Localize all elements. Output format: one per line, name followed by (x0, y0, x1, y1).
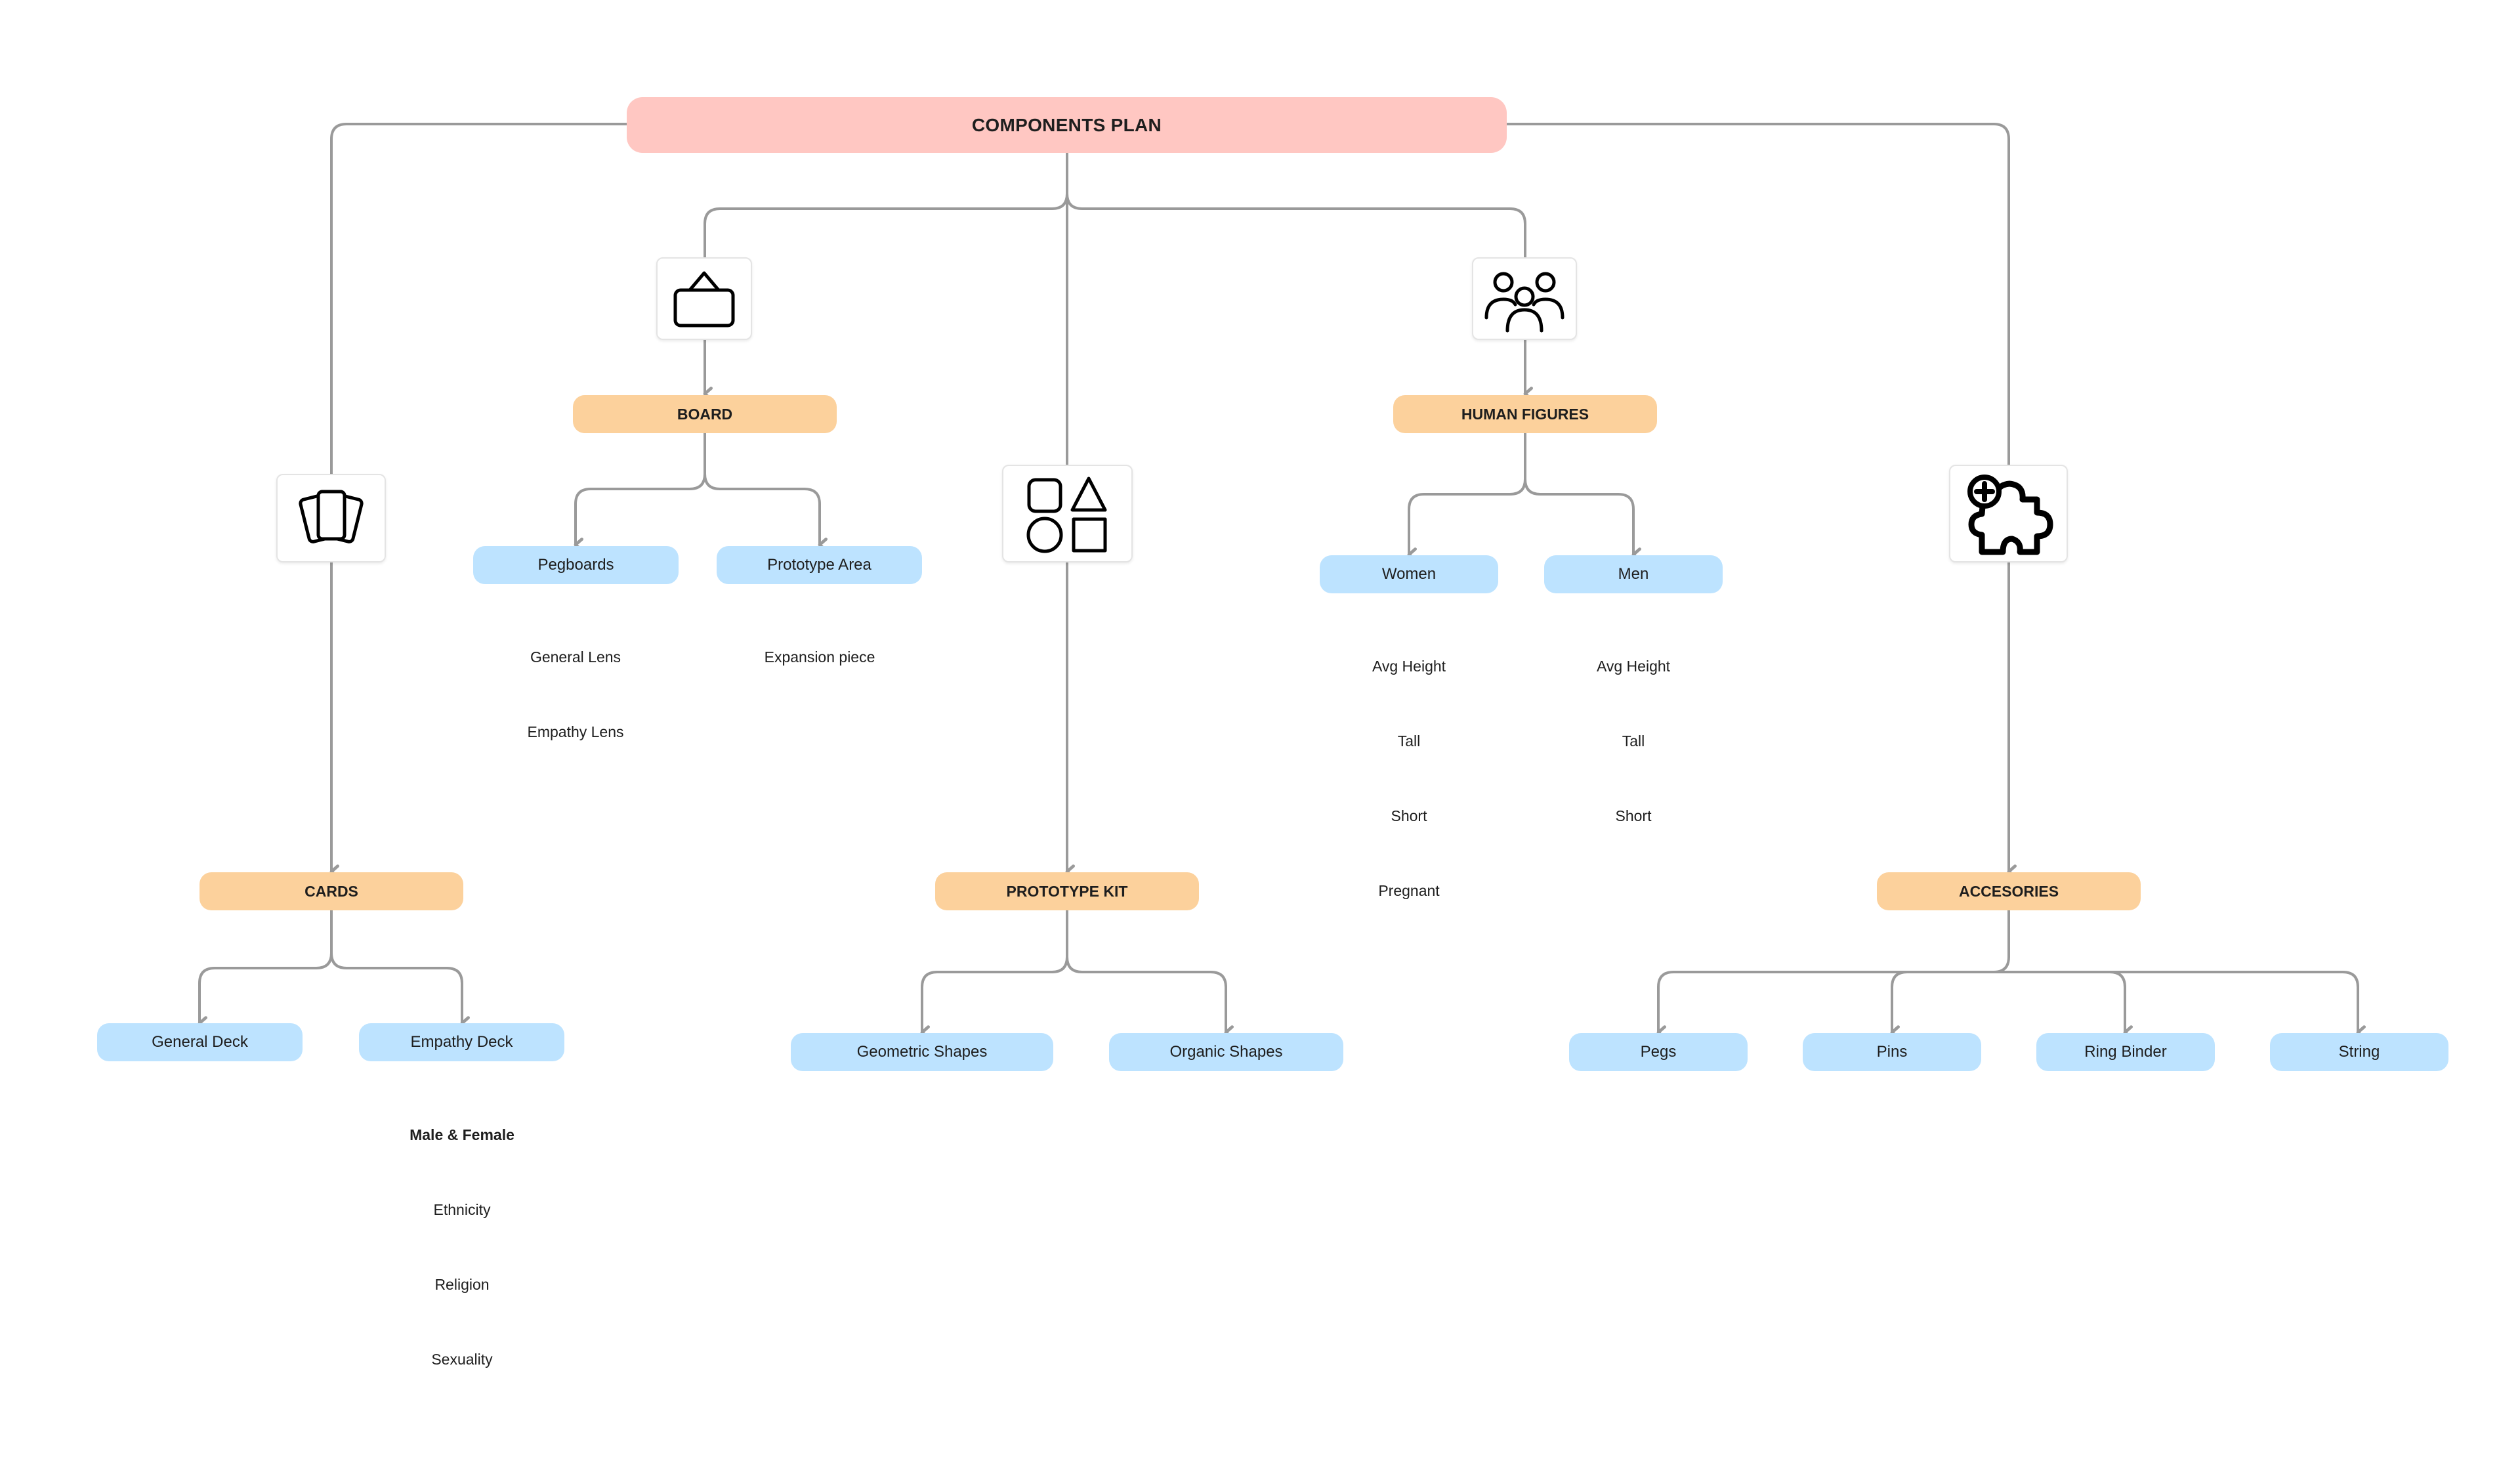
ring-binder-node[interactable]: Ring Binder (2036, 1033, 2215, 1071)
leaf-men-tall: Tall (1622, 732, 1645, 750)
pins-node[interactable]: Pins (1803, 1033, 1981, 1071)
connector-root-accessories (1502, 123, 2017, 879)
components-plan-root[interactable]: COMPONENTS PLAN (627, 97, 1507, 153)
leaf-general-lens: General Lens (530, 648, 621, 666)
connector-root-board (704, 192, 1068, 259)
board-icon (673, 271, 735, 328)
leaf-men-short: Short (1615, 807, 1652, 824)
connector-prototype-children (920, 909, 1068, 1040)
leaf-sexuality: Sexuality (431, 1351, 493, 1368)
connector-board-children (574, 432, 706, 552)
organic-shapes-node[interactable]: Organic Shapes (1109, 1033, 1343, 1071)
connector-root-cards (329, 123, 628, 879)
general-deck-node[interactable]: General Deck (97, 1023, 303, 1061)
empathy-deck-node[interactable]: Empathy Deck (359, 1023, 564, 1061)
leaf-religion: Religion (434, 1276, 490, 1293)
people-icon-box (1472, 257, 1577, 340)
leaf-expansion-piece: Expansion piece (764, 648, 875, 666)
connector-root-human (1066, 192, 1526, 259)
men-node[interactable]: Men (1544, 555, 1723, 593)
human-figures-category[interactable]: HUMAN FIGURES (1393, 395, 1657, 433)
women-node[interactable]: Women (1320, 555, 1498, 593)
leaf-women-short: Short (1391, 807, 1427, 824)
connector-cards-children (198, 909, 333, 1030)
pegboards-node[interactable]: Pegboards (473, 546, 679, 584)
leaf-women-tall: Tall (1397, 732, 1421, 750)
pegs-node[interactable]: Pegs (1569, 1033, 1748, 1071)
shapes-icon-box (1002, 465, 1133, 562)
leaf-ethnicity: Ethnicity (433, 1201, 491, 1218)
accessories-category[interactable]: ACCESORIES (1877, 872, 2141, 910)
cards-icon (298, 490, 364, 543)
prototype-kit-category[interactable]: PROTOTYPE KIT (935, 872, 1199, 910)
geometric-shapes-node[interactable]: Geometric Shapes (791, 1033, 1053, 1071)
connector-human-children (1407, 432, 1526, 562)
cards-icon-box (276, 474, 386, 562)
board-category[interactable]: BOARD (573, 395, 837, 433)
leaf-men-avg-height: Avg Height (1596, 658, 1671, 675)
leaf-women-pregnant: Pregnant (1378, 882, 1440, 899)
puzzle-plus-icon (1967, 474, 2053, 555)
connector-accessories-children (1656, 909, 2010, 1040)
leaf-women-avg-height: Avg Height (1372, 658, 1446, 675)
string-node[interactable]: String (2270, 1033, 2448, 1071)
board-icon-box (656, 257, 752, 340)
puzzle-plus-icon-box (1949, 465, 2068, 562)
leaf-empathy-lens: Empathy Lens (527, 723, 624, 740)
prototype-area-node[interactable]: Prototype Area (717, 546, 922, 584)
people-icon (1484, 272, 1564, 333)
cards-category[interactable]: CARDS (200, 872, 463, 910)
leaf-male-female: Male & Female (410, 1126, 514, 1143)
shapes-icon (1026, 476, 1106, 553)
